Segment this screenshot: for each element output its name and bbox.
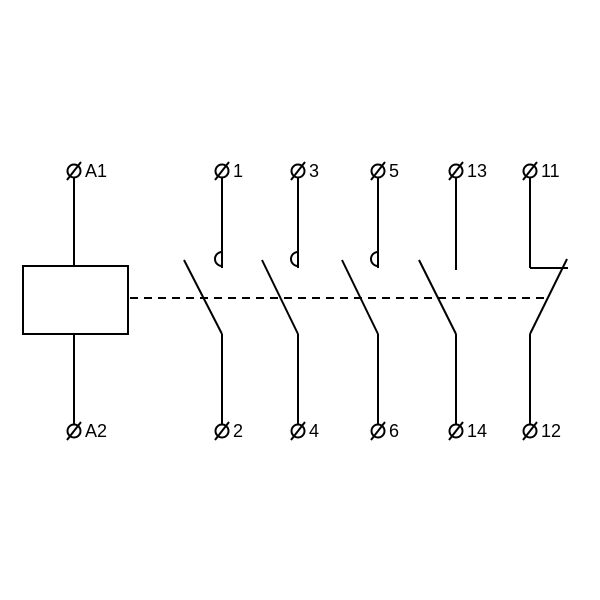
terminal-circle-slash-icon [214, 421, 230, 441]
terminal-label-5: 5 [389, 161, 399, 181]
contact-3-4: 3 4 [261, 161, 319, 441]
contact-blade [261, 259, 299, 335]
terminal-a1: A1 [66, 161, 107, 181]
contact-11-12: 11 12 [522, 161, 568, 441]
contact-blade [418, 259, 457, 335]
terminal-label-a1: A1 [85, 161, 107, 181]
terminal-circle-slash-icon [290, 161, 306, 181]
terminal-label-1: 1 [233, 161, 243, 181]
terminal-label-13: 13 [467, 161, 487, 181]
contact-1-2: 1 2 [183, 161, 243, 441]
contact-arc-icon [214, 251, 223, 267]
contact-arc-icon [290, 251, 299, 267]
contact-blade [183, 259, 223, 335]
contact-13-14: 13 14 [418, 161, 487, 441]
terminal-circle-slash-icon [66, 421, 82, 441]
terminal-a2: A2 [66, 421, 107, 441]
terminal-circle-slash-icon [214, 161, 230, 181]
contact-blade [341, 259, 379, 335]
terminal-circle-slash-icon [522, 421, 538, 441]
terminal-label-6: 6 [389, 421, 399, 441]
coil-body [22, 265, 129, 335]
terminal-circle-slash-icon [448, 161, 464, 181]
terminal-label-4: 4 [309, 421, 319, 441]
terminal-label-3: 3 [309, 161, 319, 181]
terminal-circle-slash-icon [522, 161, 538, 181]
terminal-circle-slash-icon [448, 421, 464, 441]
terminal-circle-slash-icon [66, 161, 82, 181]
terminal-circle-slash-icon [290, 421, 306, 441]
terminal-label-2: 2 [233, 421, 243, 441]
contact-blade [529, 258, 568, 335]
contact-arc-icon [370, 251, 379, 267]
terminal-label-a2: A2 [85, 421, 107, 441]
terminal-circle-slash-icon [370, 421, 386, 441]
contact-5-6: 5 6 [341, 161, 399, 441]
terminal-label-14: 14 [467, 421, 487, 441]
terminal-label-11: 11 [541, 161, 560, 181]
terminal-circle-slash-icon [370, 161, 386, 181]
coil: A1 A2 [22, 161, 129, 441]
terminal-label-12: 12 [541, 421, 561, 441]
